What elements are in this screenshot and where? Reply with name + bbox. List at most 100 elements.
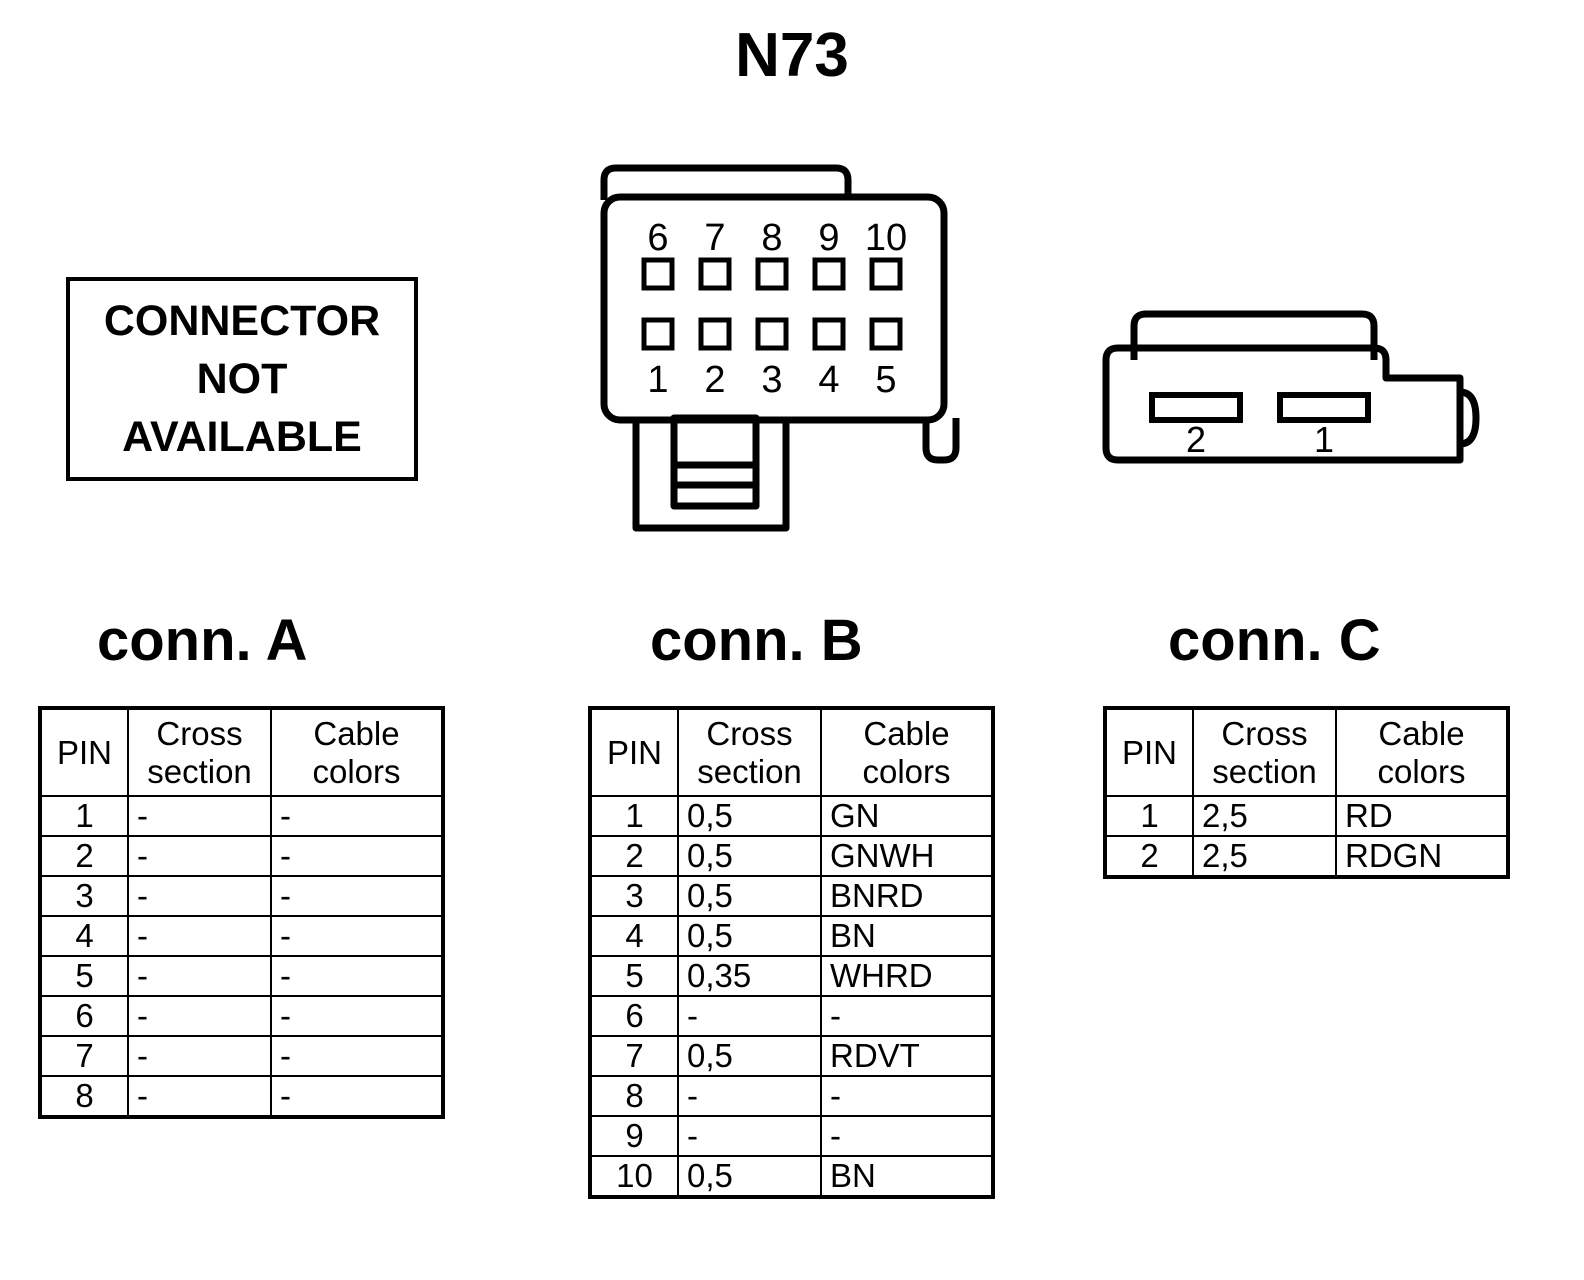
connector-b-label-9: 9	[818, 217, 839, 259]
connector-not-available-box: CONNECTOR NOT AVAILABLE	[66, 277, 418, 481]
page-title: N73	[735, 21, 849, 90]
header-cable-line2: colors	[1377, 752, 1466, 790]
cell-pin: 3	[39, 875, 129, 917]
cell-pin: 8	[39, 1075, 129, 1118]
cell-cable-colors: BN	[820, 1155, 994, 1198]
cell-cross-section: -	[677, 995, 822, 1037]
header-cross-section: Cross section	[1192, 707, 1337, 797]
cell-cross-section: 2,5	[1192, 835, 1337, 878]
header-cross-line1: Cross	[156, 714, 243, 752]
connector-c-terminal-2	[1149, 392, 1243, 423]
cell-cable-colors: -	[270, 955, 444, 997]
connector-b-terminal-10	[869, 257, 903, 291]
cell-pin: 1	[589, 795, 679, 837]
cell-cross-section: -	[127, 835, 272, 877]
cell-pin: 2	[39, 835, 129, 877]
connector-b-label-7: 7	[704, 217, 725, 259]
cell-cross-section: -	[677, 1075, 822, 1117]
heading-conn-b: conn. B	[650, 608, 863, 673]
cell-pin: 7	[589, 1035, 679, 1077]
connector-c-drawing: 2 1	[1102, 310, 1480, 464]
connector-b-terminal-4	[812, 317, 846, 351]
cell-cable-colors: BNRD	[820, 875, 994, 917]
connector-b-label-8: 8	[761, 217, 782, 259]
cell-pin: 6	[39, 995, 129, 1037]
header-cable-line2: colors	[312, 752, 401, 790]
header-cable-colors: Cable colors	[270, 707, 444, 797]
connector-b-label-10: 10	[865, 217, 907, 259]
connector-c-rear-shell	[1130, 310, 1378, 360]
cell-cable-colors: RDVT	[820, 1035, 994, 1077]
table-row: 8--	[589, 1075, 994, 1117]
table-row: 8--	[39, 1075, 444, 1118]
cell-cross-section: 0,5	[677, 1035, 822, 1077]
cell-cross-section: 0,5	[677, 835, 822, 877]
table-b-head: PIN Cross section Cable colors	[589, 707, 994, 797]
heading-conn-c: conn. C	[1168, 608, 1381, 673]
header-cable-line1: Cable	[313, 714, 400, 752]
header-pin: PIN	[39, 707, 129, 797]
cell-pin: 4	[39, 915, 129, 957]
connector-b-body	[600, 193, 948, 424]
na-line-3: AVAILABLE	[122, 413, 362, 461]
table-c-header-row: PIN Cross section Cable colors	[1104, 707, 1509, 797]
header-pin: PIN	[589, 707, 679, 797]
na-line-1: CONNECTOR	[103, 297, 381, 345]
cell-pin: 8	[589, 1075, 679, 1117]
header-cable-colors: Cable colors	[1335, 707, 1509, 797]
table-row: 3--	[39, 875, 444, 917]
connector-b-drawing: 6 7 8 9 10 1 2 3 4 5	[600, 164, 960, 532]
table-a-head: PIN Cross section Cable colors	[39, 707, 444, 797]
table-a-body: 1--2--3--4--5--6--7--8--	[39, 795, 444, 1118]
cell-cable-colors: -	[270, 795, 444, 837]
header-cable-line1: Cable	[863, 714, 950, 752]
cell-cross-section: -	[127, 955, 272, 997]
cell-pin: 3	[589, 875, 679, 917]
cell-cable-colors: -	[820, 995, 994, 1037]
connector-b-shroud	[632, 418, 790, 532]
header-cross-line2: section	[1212, 752, 1317, 790]
cell-cable-colors: BN	[820, 915, 994, 957]
cell-cable-colors: RD	[1335, 795, 1509, 837]
cell-pin: 1	[1104, 795, 1194, 837]
header-cable-colors: Cable colors	[820, 707, 994, 797]
table-a-header-row: PIN Cross section Cable colors	[39, 707, 444, 797]
table-row: 1--	[39, 795, 444, 837]
connector-c-label-2: 2	[1186, 419, 1206, 460]
cell-cable-colors: -	[270, 875, 444, 917]
header-cross-section: Cross section	[127, 707, 272, 797]
table-c-head: PIN Cross section Cable colors	[1104, 707, 1509, 797]
connector-b-label-3: 3	[761, 359, 782, 401]
connector-b-label-4: 4	[818, 359, 839, 401]
connector-b-terminal-8	[755, 257, 789, 291]
cell-cable-colors: -	[820, 1115, 994, 1157]
header-cross-line1: Cross	[1221, 714, 1308, 752]
cell-cross-section: 0,5	[677, 915, 822, 957]
connector-b-label-6: 6	[647, 217, 668, 259]
cell-cross-section: -	[127, 795, 272, 837]
cell-cross-section: -	[677, 1115, 822, 1157]
connector-b-terminal-3	[755, 317, 789, 351]
connector-b-terminal-7	[698, 257, 732, 291]
cell-pin: 5	[39, 955, 129, 997]
cell-cross-section: -	[127, 1075, 272, 1118]
cell-cable-colors: -	[270, 915, 444, 957]
cell-pin: 9	[589, 1115, 679, 1157]
cell-pin: 4	[589, 915, 679, 957]
table-row: 5--	[39, 955, 444, 997]
header-cable-line1: Cable	[1378, 714, 1465, 752]
cell-cross-section: 0,35	[677, 955, 822, 997]
connector-c-label-1: 1	[1314, 419, 1334, 460]
header-cross-section: Cross section	[677, 707, 822, 797]
cell-cross-section: -	[127, 995, 272, 1037]
